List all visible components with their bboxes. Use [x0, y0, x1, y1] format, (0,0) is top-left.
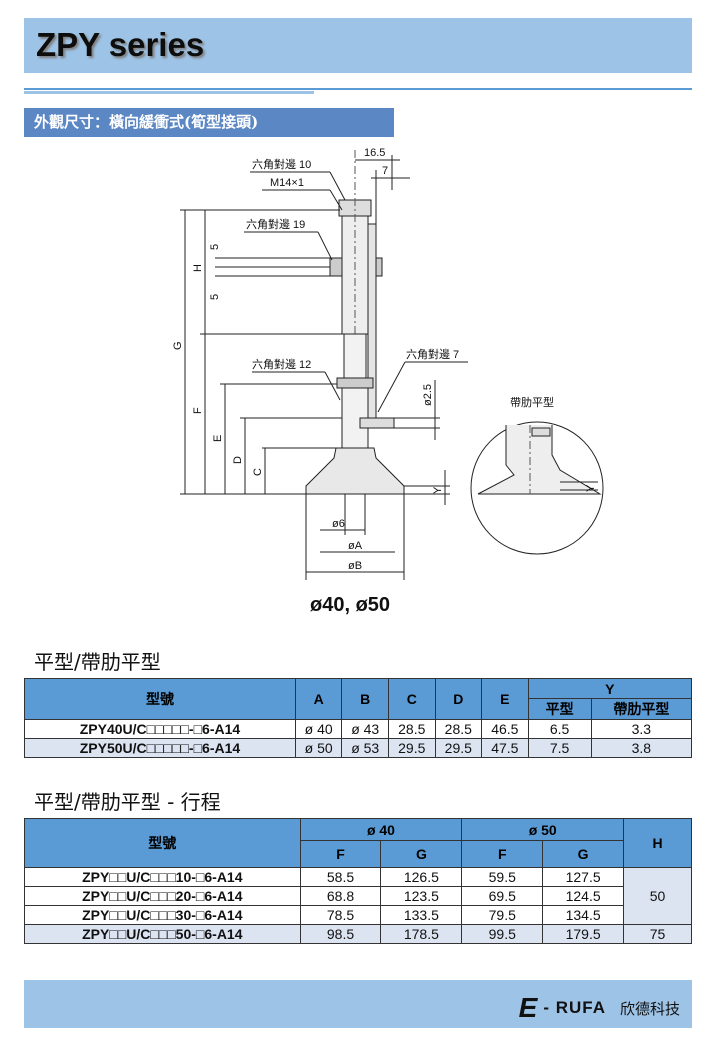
cell-G50: 127.5	[542, 867, 625, 887]
dim-5-bottom: 5	[209, 294, 221, 300]
cell-B: ø 53	[341, 738, 389, 758]
cell-F50: 59.5	[461, 867, 544, 887]
cell-model: ZPY□□U/C□□□20-□6-A14	[24, 886, 301, 906]
cell-G40: 123.5	[380, 886, 463, 906]
dim-Y: Y	[432, 486, 444, 494]
cell-model: ZPY50U/C□□□□□-□6-A14	[24, 738, 296, 758]
cell-D: 28.5	[434, 719, 483, 739]
cell-F40: 68.8	[299, 886, 382, 906]
cell-F50: 99.5	[461, 924, 544, 944]
dim-E: E	[212, 435, 224, 442]
dim-phiB: øB	[348, 560, 362, 572]
col-group-50: ø 50	[461, 818, 625, 841]
cell-F40: 58.5	[299, 867, 382, 887]
cell-Y-rib: 3.8	[590, 738, 693, 758]
col-F50: F	[461, 840, 544, 868]
table-row: ZPY50U/C□□□□□-□6-A14 ø 50 ø 53 29.5 29.5…	[24, 738, 693, 758]
stroke-table: 型號 ø 40 ø 50 H F G F G ZPY□□U/C□□□10-□6-…	[24, 818, 692, 944]
cell-H: 75	[623, 924, 692, 944]
cell-G50: 124.5	[542, 886, 625, 906]
cell-Y-rib: 3.3	[590, 719, 693, 739]
size-label: ø40, ø50	[310, 594, 391, 616]
dim-F: F	[192, 407, 204, 414]
col-D: D	[434, 678, 483, 720]
col-Y-flat: 平型	[527, 698, 592, 720]
col-Y-rib: 帶肋平型	[590, 698, 693, 720]
table-row: ZPY□□U/C□□□10-□6-A14 58.5 126.5 59.5 127…	[24, 867, 692, 925]
header-bar: ZPY series	[24, 18, 692, 73]
dim-5-top: 5	[209, 244, 221, 250]
dim-7: 7	[382, 165, 388, 177]
col-F40: F	[299, 840, 382, 868]
cell-model: ZPY40U/C□□□□□-□6-A14	[24, 719, 296, 739]
cell-G40: 133.5	[380, 905, 463, 925]
label-hex19: 六角對邊 19	[246, 217, 305, 231]
col-C: C	[387, 678, 436, 720]
label-hex7: 六角對邊 7	[406, 347, 459, 361]
dim-phi2-5: ø2.5	[422, 384, 434, 406]
label-thread: M14×1	[270, 177, 304, 189]
logo-e: E	[518, 992, 538, 1023]
cell-F40: 78.5	[299, 905, 382, 925]
col-E: E	[481, 678, 529, 720]
dim-Y-detail: Y	[585, 484, 597, 492]
cell-A: ø 40	[294, 719, 343, 739]
dim-C: C	[252, 468, 264, 476]
divider	[24, 88, 692, 90]
cell-F40: 98.5	[299, 924, 382, 944]
divider-accent	[24, 91, 314, 94]
dim-D: D	[232, 456, 244, 464]
dim-phiA: øA	[348, 540, 363, 552]
cell-G50: 134.5	[542, 905, 625, 925]
table2-title: 平型/帶肋平型 - 行程	[34, 790, 221, 814]
col-G40: G	[380, 840, 463, 868]
col-A: A	[294, 678, 343, 720]
col-H: H	[623, 818, 692, 868]
cell-model: ZPY□□U/C□□□30-□6-A14	[24, 905, 301, 925]
label-rib-type: 帶肋平型	[510, 395, 554, 409]
table-row: ZPY□□U/C□□□50-□6-A14 98.5 178.5 99.5 179…	[24, 924, 692, 944]
page-title: ZPY series	[36, 26, 205, 63]
col-Y: Y	[527, 678, 693, 699]
col-model: 型號	[24, 678, 296, 720]
company-logo: E - RUFA 欣德科技	[519, 992, 680, 1024]
footer-bar: E - RUFA 欣德科技	[24, 980, 692, 1028]
company-name: 欣德科技	[619, 999, 680, 1018]
label-hex12: 六角對邊 12	[252, 357, 311, 371]
col-group-40: ø 40	[299, 818, 463, 841]
cell-F50: 79.5	[461, 905, 544, 925]
col-B: B	[341, 678, 389, 720]
cell-H: 50	[623, 867, 692, 925]
dim-H: H	[192, 264, 204, 272]
cell-F50: 69.5	[461, 886, 544, 906]
table-row: ZPY□□U/C□□□20-□6-A14 68.8 123.5 69.5 124…	[24, 886, 692, 906]
cell-Y-flat: 6.5	[527, 719, 592, 739]
cell-A: ø 50	[294, 738, 343, 758]
cell-model: ZPY□□U/C□□□10-□6-A14	[24, 867, 301, 887]
cell-E: 46.5	[481, 719, 529, 739]
col-model: 型號	[24, 818, 301, 868]
table1-title: 平型/帶肋平型	[34, 650, 161, 674]
dim-phi6: ø6	[332, 518, 345, 530]
cell-C: 29.5	[387, 738, 436, 758]
dim-16-5: 16.5	[364, 147, 385, 159]
cell-G40: 178.5	[380, 924, 463, 944]
table-row: ZPY40U/C□□□□□-□6-A14 ø 40 ø 43 28.5 28.5…	[24, 719, 693, 739]
cell-G40: 126.5	[380, 867, 463, 887]
cell-model: ZPY□□U/C□□□50-□6-A14	[24, 924, 301, 944]
spec-table: 型號 A B C D E Y 平型 帶肋平型 ZPY40U/C□□□□□-□6-…	[24, 678, 693, 758]
table-row: ZPY□□U/C□□□30-□6-A14 78.5 133.5 79.5 134…	[24, 905, 692, 925]
section-label: 外觀尺寸：橫向緩衝式(筍型接頭)	[24, 108, 394, 137]
cell-C: 28.5	[387, 719, 436, 739]
cell-Y-flat: 7.5	[527, 738, 592, 758]
dimension-drawing: 六角對邊 10 M14×1 六角對邊 19 六角對邊 12 六角對邊 7 16.…	[172, 147, 604, 580]
cell-G50: 179.5	[542, 924, 625, 944]
cell-D: 29.5	[434, 738, 483, 758]
dim-G: G	[172, 341, 184, 350]
logo-rufa: - RUFA	[543, 998, 606, 1017]
label-hex10: 六角對邊 10	[252, 157, 311, 171]
cell-B: ø 43	[341, 719, 389, 739]
cell-E: 47.5	[481, 738, 529, 758]
col-G50: G	[542, 840, 625, 868]
